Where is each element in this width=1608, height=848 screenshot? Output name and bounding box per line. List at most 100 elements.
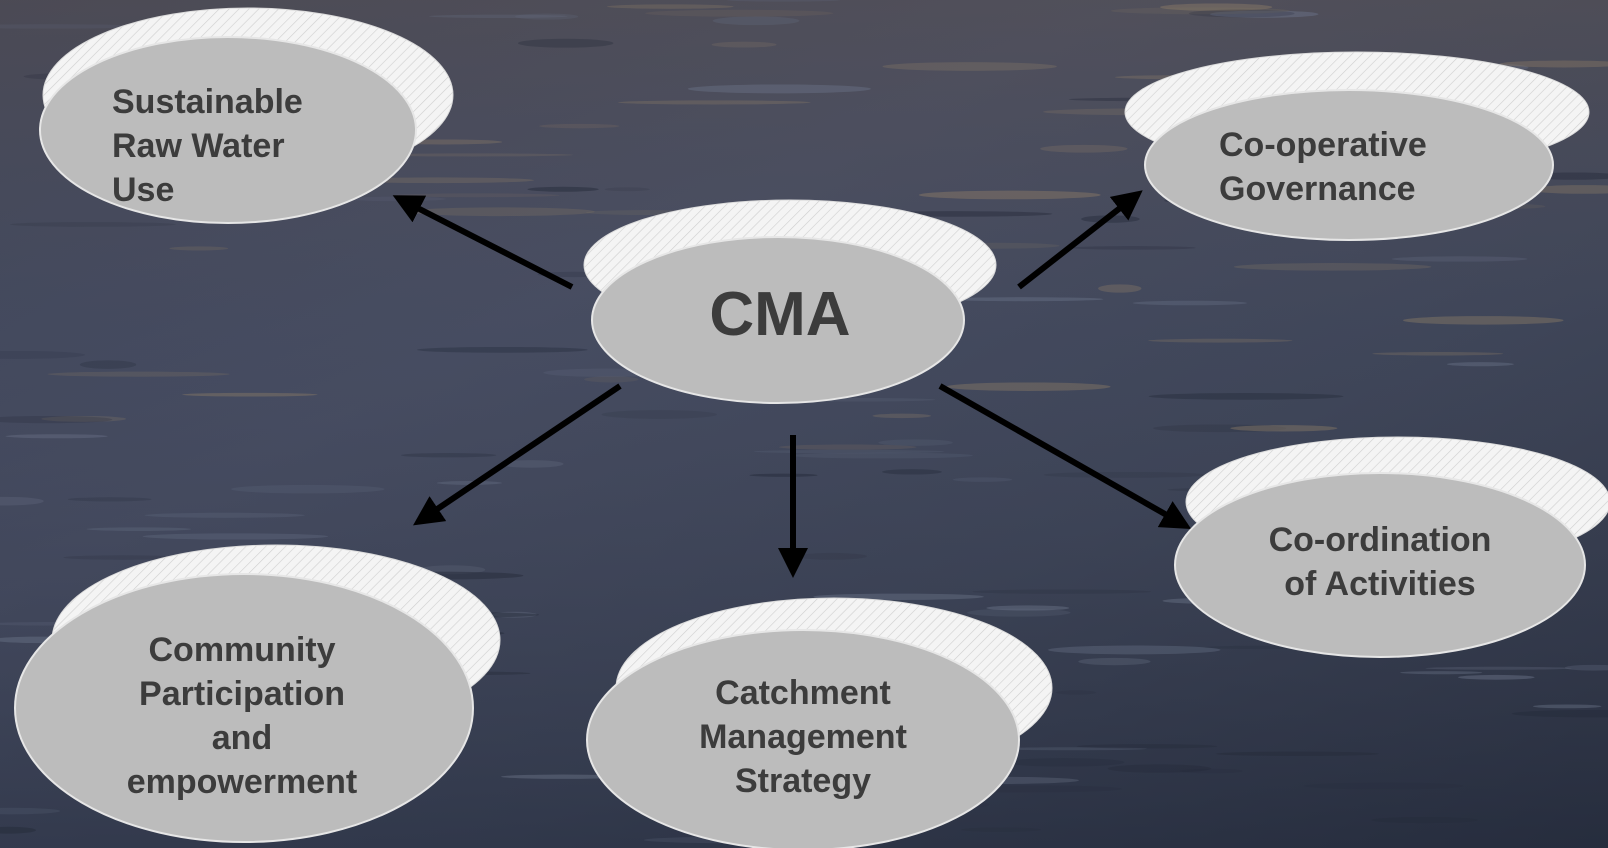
ripple bbox=[1004, 758, 1125, 767]
ripple bbox=[0, 807, 61, 815]
ripple bbox=[1564, 664, 1608, 671]
ripple bbox=[539, 123, 620, 129]
ripple bbox=[1069, 246, 1196, 250]
node-sustainable-raw-water-use bbox=[39, 7, 454, 224]
ripple bbox=[1230, 425, 1338, 432]
node-face bbox=[591, 236, 965, 404]
node-community-participation bbox=[14, 544, 501, 843]
ripple bbox=[373, 153, 574, 157]
ripple bbox=[952, 477, 1013, 482]
ripple bbox=[1499, 60, 1608, 68]
node-face bbox=[1174, 472, 1586, 658]
ripple bbox=[182, 392, 318, 397]
ripple bbox=[1179, 768, 1243, 774]
ripple bbox=[1303, 782, 1464, 790]
ripple bbox=[1532, 704, 1602, 709]
ripple bbox=[0, 24, 144, 29]
ripple bbox=[47, 371, 230, 377]
node-label-co-operative-governance: Co-operative Governance bbox=[1219, 126, 1427, 208]
ripple bbox=[144, 512, 305, 518]
ripple bbox=[1458, 674, 1535, 680]
ripple bbox=[778, 444, 917, 450]
ripple bbox=[0, 350, 86, 359]
ripple bbox=[972, 589, 1152, 594]
ripple bbox=[961, 827, 1042, 832]
ripple bbox=[1215, 751, 1379, 756]
ripple bbox=[0, 415, 113, 424]
ripple bbox=[1148, 338, 1293, 343]
ripple bbox=[1372, 351, 1504, 356]
ripple bbox=[86, 527, 192, 531]
ripple bbox=[918, 190, 1101, 200]
node-label-cma: CMA bbox=[709, 280, 851, 349]
ripple bbox=[428, 14, 568, 19]
ripple bbox=[726, 0, 841, 2]
ripple bbox=[1425, 666, 1572, 670]
ripple bbox=[753, 449, 945, 454]
ripple bbox=[517, 38, 614, 48]
ripple bbox=[1159, 3, 1273, 11]
ripple bbox=[142, 533, 329, 540]
ripple bbox=[1055, 690, 1097, 695]
ripple bbox=[1526, 185, 1608, 194]
ripple bbox=[687, 84, 871, 94]
arrow-to-sustainable-raw-water-use bbox=[392, 195, 574, 290]
node-face bbox=[39, 36, 417, 224]
node-cma bbox=[583, 199, 997, 404]
node-face bbox=[14, 573, 474, 843]
ripple bbox=[712, 16, 800, 26]
ripple bbox=[617, 100, 811, 105]
ripple bbox=[986, 605, 1070, 611]
ripple bbox=[882, 469, 942, 475]
ripple bbox=[1209, 10, 1319, 18]
ripple bbox=[1047, 645, 1221, 655]
ripple bbox=[878, 439, 953, 446]
ripple bbox=[1040, 144, 1128, 153]
node-label-catchment-management-strategy: Catchment Management Strategy bbox=[699, 674, 907, 800]
ripple bbox=[1107, 764, 1212, 773]
node-face bbox=[586, 629, 1020, 848]
ripple bbox=[0, 826, 36, 834]
ripple bbox=[10, 222, 176, 227]
ripple bbox=[1400, 671, 1483, 675]
ripple bbox=[882, 62, 1057, 71]
ripple bbox=[606, 4, 734, 9]
ripple bbox=[231, 484, 385, 494]
ripple bbox=[946, 382, 1111, 391]
ripple bbox=[604, 187, 650, 192]
ripple bbox=[1098, 284, 1142, 293]
ripple bbox=[407, 207, 595, 217]
ripple bbox=[1078, 657, 1151, 666]
ripple bbox=[1148, 393, 1344, 400]
ripple bbox=[790, 452, 973, 459]
ripple bbox=[417, 565, 486, 575]
arrow-to-co-ordination-of-activities bbox=[938, 383, 1192, 529]
ripple bbox=[749, 473, 818, 477]
ripple bbox=[1402, 316, 1564, 325]
ripple bbox=[436, 481, 502, 485]
ripple bbox=[1076, 744, 1218, 749]
ripple bbox=[1511, 709, 1608, 718]
ripple bbox=[967, 608, 1071, 617]
node-co-ordination-of-activities bbox=[1174, 436, 1608, 658]
ripple bbox=[944, 297, 1104, 302]
ripple bbox=[416, 346, 588, 353]
node-label-community-participation: Community Participation and empowerment bbox=[126, 631, 358, 801]
ripple bbox=[1371, 817, 1478, 824]
ripple bbox=[392, 193, 560, 198]
ripple bbox=[63, 555, 184, 560]
ripple bbox=[1188, 9, 1295, 18]
ripple bbox=[1132, 300, 1248, 306]
arrow-to-co-operative-governance bbox=[1017, 190, 1143, 290]
ripple bbox=[644, 9, 834, 17]
ripple bbox=[515, 13, 579, 20]
arrows bbox=[392, 190, 1192, 578]
ripple bbox=[498, 460, 564, 468]
ripple bbox=[0, 496, 44, 506]
ripple bbox=[994, 747, 1147, 751]
ripple bbox=[527, 186, 599, 192]
ripple bbox=[41, 415, 127, 422]
ripple bbox=[1153, 424, 1287, 433]
ripple bbox=[796, 552, 867, 560]
